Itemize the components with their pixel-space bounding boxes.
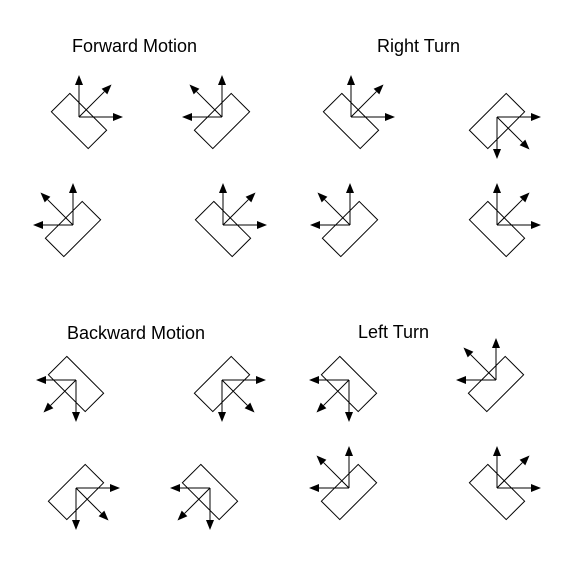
force-arrow-right (79, 113, 123, 121)
wheel-outline (194, 200, 252, 258)
force-arrow-nw (316, 455, 350, 489)
wheel-outline (321, 200, 379, 258)
force-arrow-nw (317, 192, 351, 226)
wheel-outline (193, 355, 251, 413)
force-arrow-nw (463, 347, 497, 381)
wheel-outline (320, 355, 378, 413)
force-arrow-down (72, 380, 80, 422)
forward-wheel-1 (50, 75, 123, 150)
force-arrow-up (69, 183, 77, 225)
force-arrow-ne (78, 84, 112, 118)
wheel-outline (47, 463, 105, 521)
wheel-outline (468, 463, 526, 521)
force-arrow-up (346, 183, 354, 225)
force-arrow-right (497, 221, 541, 229)
force-arrow-left (309, 376, 349, 384)
force-arrow-down (218, 380, 226, 422)
wheel-outline (50, 92, 108, 150)
force-arrow-left (33, 221, 73, 229)
force-arrow-se (496, 116, 530, 150)
backward-wheel-3 (47, 463, 120, 530)
force-arrow-sw (316, 379, 350, 413)
forward-wheel-3 (33, 183, 102, 258)
wheel-outline (468, 200, 526, 258)
forward-motion-title: Forward Motion (72, 36, 197, 56)
right-wheel-4 (468, 183, 541, 258)
wheel-outline (193, 92, 251, 150)
force-arrow-up (347, 75, 355, 117)
wheel-outline (468, 92, 526, 150)
left-turn-title: Left Turn (358, 322, 429, 342)
force-arrow-se (75, 487, 109, 521)
force-arrow-left (456, 376, 496, 384)
right-wheel-3 (310, 183, 379, 258)
force-arrow-down (206, 488, 214, 530)
force-arrow-up (493, 446, 501, 488)
force-arrow-up (493, 183, 501, 225)
force-arrow-left (36, 376, 76, 384)
force-arrow-up (219, 183, 227, 225)
right-wheel-1 (322, 75, 395, 150)
backward-wheel-2 (193, 355, 266, 422)
force-arrow-left (310, 221, 350, 229)
wheel-outline (320, 463, 378, 521)
backward-wheel-1 (36, 355, 105, 422)
force-arrow-up (75, 75, 83, 117)
force-arrow-right (223, 221, 267, 229)
backward-motion-title: Backward Motion (67, 323, 205, 343)
force-arrow-ne (496, 455, 530, 489)
force-arrow-nw (40, 192, 74, 226)
wheel-outline (467, 355, 525, 413)
force-arrow-ne (222, 192, 256, 226)
left-wheel-3 (309, 446, 378, 521)
force-arrow-right (351, 113, 395, 121)
force-arrow-right (497, 113, 541, 121)
right-turn-title: Right Turn (377, 36, 460, 56)
force-arrow-up (218, 75, 226, 117)
force-arrow-left (309, 484, 349, 492)
forward-wheel-4 (194, 183, 267, 258)
left-wheel-1 (309, 355, 378, 422)
force-arrow-left (182, 113, 222, 121)
right-wheel-2 (468, 92, 541, 159)
force-arrow-left (170, 484, 210, 492)
force-arrow-down (493, 117, 501, 159)
force-arrow-nw (189, 84, 223, 118)
force-arrow-up (492, 338, 500, 380)
force-arrow-ne (350, 84, 384, 118)
left-wheel-4 (468, 446, 541, 521)
wheel-outline (181, 463, 239, 521)
wheel-outline (47, 355, 105, 413)
force-arrow-right (76, 484, 120, 492)
force-arrow-right (222, 376, 266, 384)
force-arrow-down (72, 488, 80, 530)
backward-wheel-4 (170, 463, 239, 530)
force-arrow-se (221, 379, 255, 413)
force-arrow-up (345, 446, 353, 488)
forward-wheel-2 (182, 75, 251, 150)
force-arrow-down (345, 380, 353, 422)
force-arrow-sw (177, 487, 211, 521)
left-wheel-2 (456, 338, 525, 413)
force-arrow-right (497, 484, 541, 492)
force-arrow-sw (43, 379, 77, 413)
wheel-outline (44, 200, 102, 258)
force-arrow-ne (496, 192, 530, 226)
wheel-outline (322, 92, 380, 150)
